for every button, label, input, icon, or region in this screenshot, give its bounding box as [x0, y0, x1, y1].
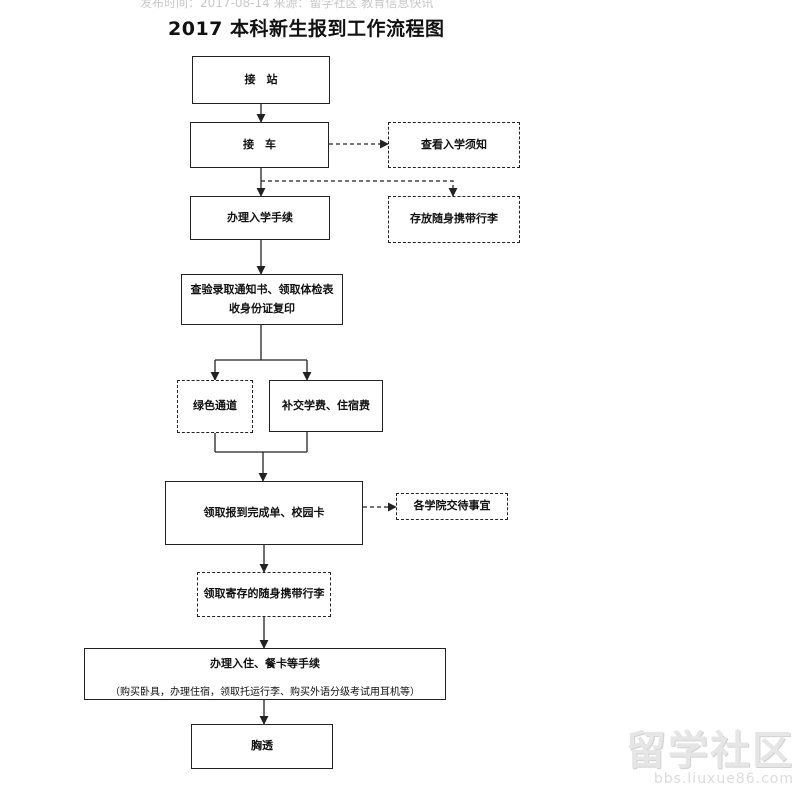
step-jieche-label: 接 车	[243, 137, 276, 151]
watermark: 留学社区 bbs.liuxue86.com	[626, 731, 794, 787]
step-jiezhan: 接 站	[192, 56, 330, 104]
step-bujiao: 补交学费、住宿费	[269, 380, 383, 432]
step-jiaodai: 各学院交待事宜	[396, 493, 508, 520]
step-jicun-label: 领取寄存的随身携带行李	[203, 587, 325, 601]
step-ruzhu-title: 办理入住、餐卡等手续	[210, 657, 320, 670]
step-cunfang-label: 存放随身携带行李	[410, 212, 498, 226]
page-title: 2017 本科新生报到工作流程图	[168, 18, 445, 40]
step-banli-label: 办理入学手续	[227, 210, 293, 224]
step-ruzhu-detail: （购买卧具，办理住宿，领取托运行李、购买外语分级考试用耳机等）	[110, 686, 420, 698]
step-chayan-line2: 收身份证复印	[229, 301, 295, 315]
step-chakan-label: 查看入学须知	[421, 137, 487, 151]
step-lingqu-label: 领取报到完成单、校园卡	[203, 505, 325, 519]
watermark-url: bbs.liuxue86.com	[653, 771, 794, 787]
step-chayan: 查验录取通知书、领取体检表 收身份证复印	[181, 274, 343, 325]
step-bujiao-label: 补交学费、住宿费	[282, 398, 370, 412]
step-jieche: 接 车	[190, 122, 329, 168]
watermark-logo: 留学社区	[626, 728, 794, 774]
top-note: 发布时间：2017-08-14 来源：留学社区 教育信息快讯	[140, 0, 434, 10]
step-banli: 办理入学手续	[190, 196, 330, 240]
step-lingqu: 领取报到完成单、校园卡	[165, 481, 363, 545]
step-jiezhan-label: 接 站	[244, 72, 278, 86]
step-jiaodai-label: 各学院交待事宜	[413, 499, 491, 513]
arrow-to-cunfang	[261, 180, 458, 197]
step-cunfang: 存放随身携带行李	[388, 196, 520, 243]
step-tijian: 胸透	[191, 724, 333, 769]
step-jicun: 领取寄存的随身携带行李	[197, 572, 331, 617]
step-lvse: 绿色通道	[177, 380, 253, 433]
step-chayan-line1: 查验录取通知书、领取体检表	[190, 282, 334, 296]
step-tijian-label: 胸透	[251, 739, 273, 753]
step-chakan: 查看入学须知	[388, 122, 520, 168]
step-lvse-label: 绿色通道	[193, 399, 237, 413]
step-ruzhu: 办理入住、餐卡等手续 （购买卧具，办理住宿，领取托运行李、购买外语分级考试用耳机…	[84, 648, 446, 700]
